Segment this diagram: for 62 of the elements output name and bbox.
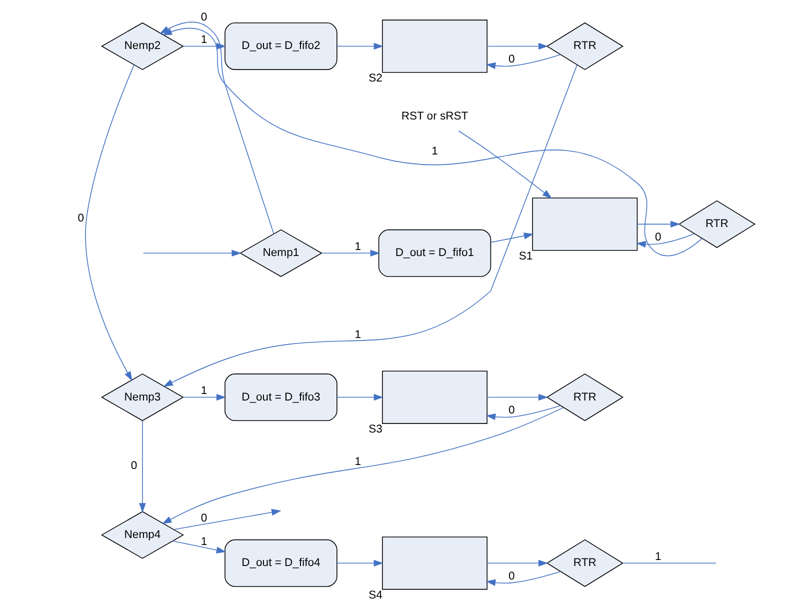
node-label: S3	[368, 423, 382, 436]
arrow	[636, 233, 695, 248]
arrow	[486, 571, 561, 586]
node-diamond: Nemp2	[101, 22, 184, 70]
arrow	[458, 130, 552, 199]
node-diamond: RTR	[546, 22, 624, 70]
node-diamond: RTR	[678, 200, 756, 248]
edge-label: 0	[508, 570, 515, 582]
arrow	[336, 42, 384, 50]
arrow	[486, 560, 548, 567]
edge-label: 0	[78, 212, 84, 225]
edge-label: 1	[200, 34, 208, 46]
arrow	[174, 508, 282, 530]
arrow	[142, 250, 242, 257]
arrow	[182, 42, 226, 50]
node-diamond: Nemp3	[101, 373, 184, 422]
arrow	[486, 405, 561, 420]
arrow	[172, 540, 226, 554]
arrow	[486, 54, 561, 70]
edge-label: 1	[432, 145, 438, 158]
node-diamond: RTR	[546, 539, 624, 587]
arrow	[162, 407, 564, 524]
arrow	[182, 394, 226, 401]
edge-label: 0	[200, 512, 208, 524]
arrow	[162, 28, 702, 256]
arrow	[336, 394, 384, 401]
arrow	[486, 42, 548, 50]
arrow	[85, 64, 134, 382]
node-diamond: Nemp4	[101, 511, 184, 559]
edge-label: 1	[354, 328, 361, 341]
edge-label: 1	[655, 551, 662, 564]
node-diamond: Nemp1	[239, 229, 322, 277]
arrow	[636, 220, 680, 228]
edge-label: 1	[354, 456, 361, 468]
node-box	[382, 20, 488, 73]
edge-label: 1	[200, 536, 208, 548]
node-box	[382, 536, 488, 590]
edge-label: 0	[200, 12, 208, 24]
node-label: S2	[368, 72, 382, 84]
connector	[622, 562, 716, 564]
arrow	[139, 420, 146, 513]
edge-label: 1	[354, 241, 361, 254]
arrow	[490, 232, 534, 243]
node-label: S4	[368, 589, 382, 602]
edge-label: 0	[655, 231, 662, 244]
edge-label: 0	[130, 460, 138, 472]
node-box: D_out = D_fifo1	[378, 229, 492, 277]
node-box	[532, 198, 638, 251]
node-box: D_out = D_fifo2	[224, 22, 338, 70]
edge-label: 0	[508, 404, 515, 417]
edge-label: 0	[508, 54, 515, 66]
edge-label: 1	[200, 385, 208, 398]
node-box: D_out = D_fifo4	[224, 539, 338, 587]
arrow	[163, 64, 578, 387]
node-text: RST or sRST	[401, 110, 468, 122]
arrow	[336, 560, 384, 567]
node-box	[382, 370, 488, 424]
arrow	[321, 250, 380, 257]
node-box: D_out = D_fifo3	[224, 374, 338, 422]
arrow	[486, 394, 548, 401]
node-diamond: RTR	[546, 373, 624, 422]
node-label: S1	[518, 250, 533, 262]
